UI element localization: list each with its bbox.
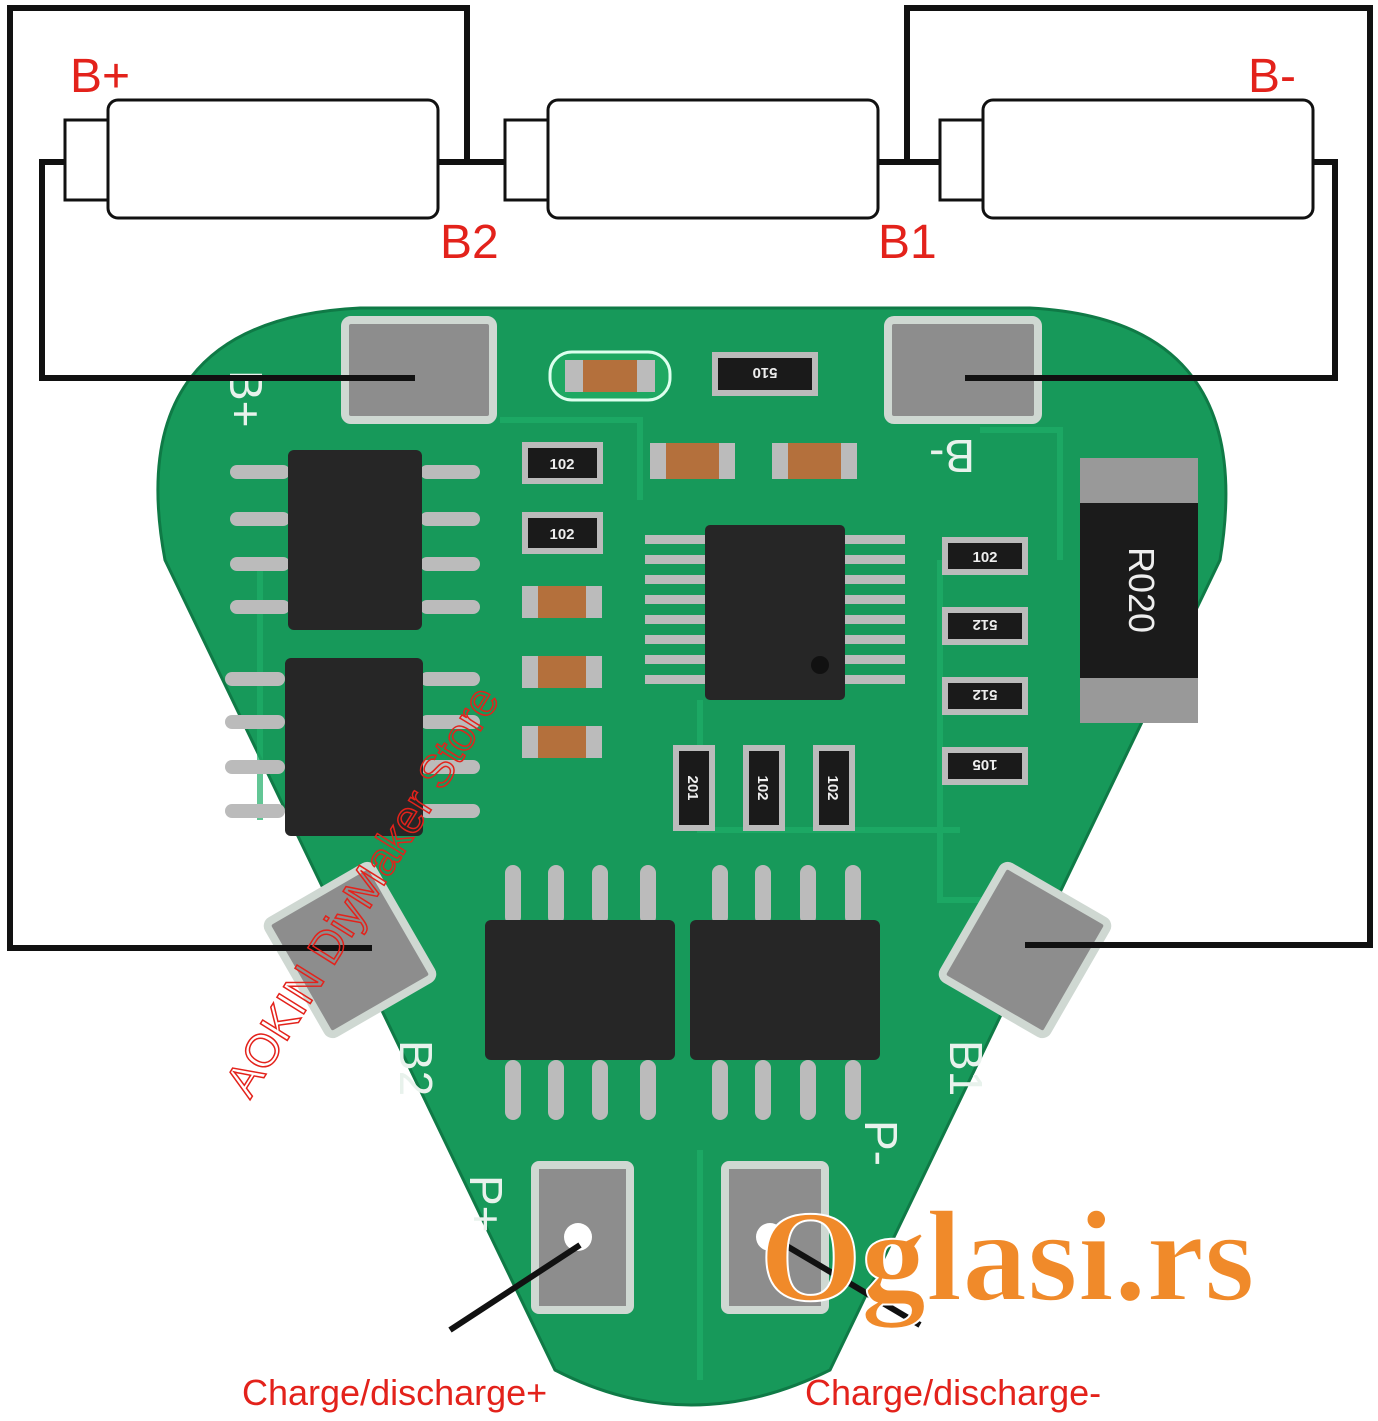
mosfet-bottom-right [690, 865, 880, 1120]
silk-b-minus: B- [929, 430, 975, 482]
label-b-minus: B- [1248, 50, 1296, 103]
res-102-c: 102 [972, 549, 997, 566]
shunt-r020: R020 [1121, 547, 1162, 633]
label-charge-minus: Charge/discharge- [805, 1372, 1101, 1413]
res-105: 105 [972, 756, 997, 773]
label-b-plus: B+ [70, 50, 130, 103]
res-102-e: 102 [824, 775, 841, 800]
res-102-a: 102 [549, 456, 574, 473]
label-charge-plus: Charge/discharge+ [242, 1372, 547, 1413]
res-201: 201 [684, 775, 701, 800]
res-102-d: 102 [754, 775, 771, 800]
pad-b-plus [341, 316, 497, 424]
batteries [63, 98, 1315, 220]
res-512-b: 512 [972, 686, 997, 703]
silk-b2: B2 [390, 1040, 442, 1096]
pad-b1 [938, 861, 1112, 1039]
pad-hole [564, 1223, 592, 1251]
mosfet-bottom-left [485, 865, 675, 1120]
label-b2: B2 [440, 216, 499, 269]
pad-b-minus [884, 316, 1042, 424]
resistors: 510 102 102 102 512 512 105 201 102 102 … [522, 352, 1198, 831]
controller-ic [645, 525, 905, 700]
silk-p-minus: P- [855, 1120, 907, 1166]
res-512-a: 512 [972, 616, 997, 633]
mosfet-left-bottom [225, 658, 480, 836]
mosfet-left-top [230, 450, 480, 630]
silk-b1: B1 [940, 1040, 992, 1096]
res-510: 510 [752, 364, 777, 381]
res-102-b: 102 [549, 526, 574, 543]
pad-hole [756, 1223, 784, 1251]
label-b1: B1 [878, 216, 937, 269]
capacitors [522, 350, 857, 758]
oglasi-logo: Oglasi.rs [760, 1185, 1255, 1329]
wires [7, 5, 1373, 1333]
silk-p-plus: P+ [460, 1175, 512, 1233]
